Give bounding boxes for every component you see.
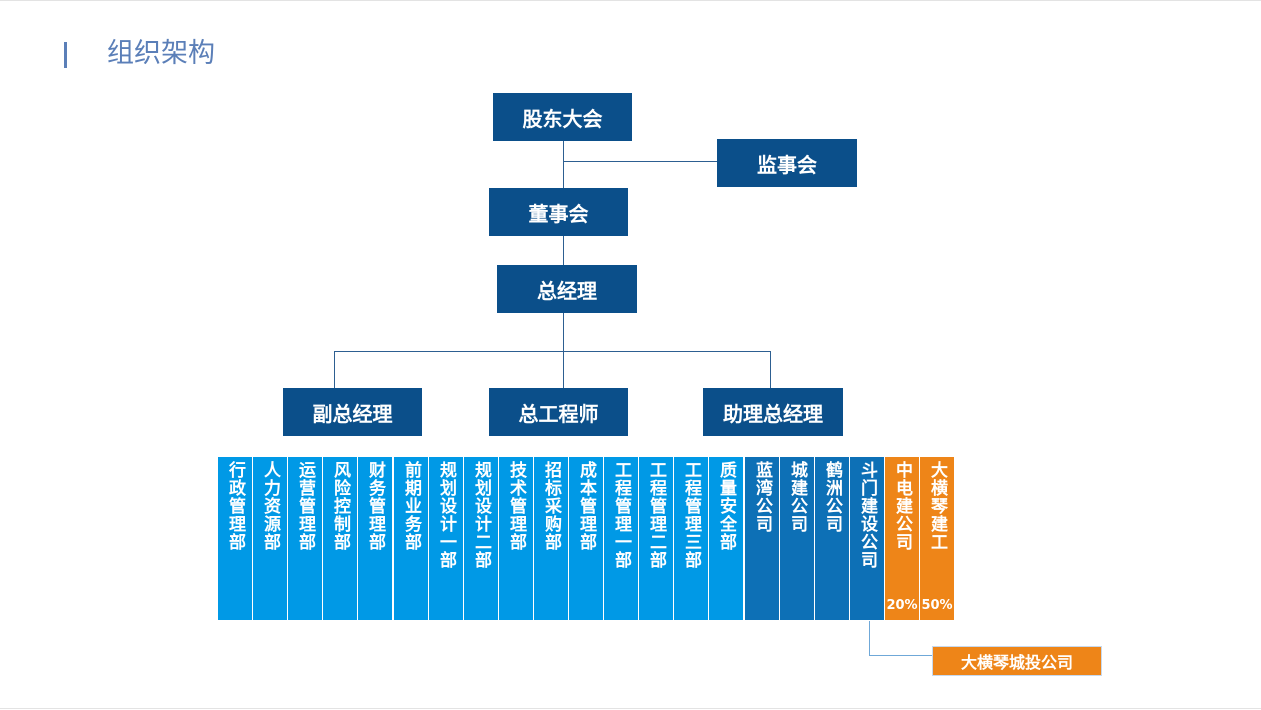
- department-column: 招标采购部: [534, 457, 568, 620]
- deputy-gm-box: 副总经理: [283, 388, 422, 436]
- connector-board-gm: [563, 236, 564, 266]
- subsidiary-box: 大横琴城投公司: [932, 646, 1102, 676]
- assistant-gm-box: 助理总经理: [703, 388, 843, 436]
- department-column: 规划设计一部: [429, 457, 463, 620]
- department-column: 工程管理三部: [674, 457, 708, 620]
- department-column: 中电建公司 20%: [885, 457, 919, 620]
- department-column: 工程管理二部: [639, 457, 673, 620]
- department-label: 工程管理一部: [611, 461, 631, 569]
- subsidiary-connector-horizontal: [869, 655, 932, 656]
- department-label: 运营管理部: [295, 461, 315, 551]
- connector-deputy-gm: [334, 351, 335, 388]
- subsidiary-connector-vertical: [869, 621, 870, 656]
- department-label: 成本管理部: [576, 461, 596, 551]
- department-column: 蓝湾公司: [745, 457, 779, 620]
- shareholding-percent: 20%: [886, 598, 918, 613]
- connector-branch-horizontal: [334, 351, 771, 352]
- department-column: 财务管理部: [358, 457, 392, 620]
- department-column: 斗门建设公司: [850, 457, 884, 620]
- department-label: 人力资源部: [260, 461, 280, 551]
- department-label: 财务管理部: [365, 461, 385, 551]
- department-label: 风险控制部: [330, 461, 350, 551]
- department-column: 技术管理部: [499, 457, 533, 620]
- department-label: 城建公司: [787, 461, 807, 533]
- department-column: 工程管理一部: [604, 457, 638, 620]
- shareholding-percent: 50%: [921, 598, 953, 613]
- department-label: 工程管理三部: [681, 461, 701, 569]
- department-label: 行政管理部: [225, 461, 245, 551]
- connector-supervisors: [563, 161, 718, 162]
- shareholders-meeting-box: 股东大会: [493, 93, 632, 141]
- department-label: 规划设计一部: [436, 461, 456, 569]
- department-label: 前期业务部: [401, 461, 421, 551]
- board-of-directors-box: 董事会: [489, 188, 628, 236]
- connector-shareholders-board: [563, 141, 564, 189]
- department-column: 成本管理部: [569, 457, 603, 620]
- department-column: 前期业务部: [394, 457, 428, 620]
- top-divider: [0, 0, 1261, 1]
- department-column: 鹤洲公司: [815, 457, 849, 620]
- supervisory-board-box: 监事会: [717, 139, 857, 187]
- department-label: 技术管理部: [506, 461, 526, 551]
- department-label: 招标采购部: [541, 461, 561, 551]
- department-label: 中电建公司: [892, 461, 912, 551]
- department-label: 斗门建设公司: [857, 461, 877, 569]
- department-column: 质量安全部: [709, 457, 743, 620]
- department-label: 蓝湾公司: [752, 461, 772, 533]
- department-column: 规划设计二部: [464, 457, 498, 620]
- department-label: 鹤洲公司: [822, 461, 842, 533]
- page-title: 组织架构: [107, 38, 215, 69]
- department-column: 风险控制部: [323, 457, 357, 620]
- department-column: 城建公司: [780, 457, 814, 620]
- connector-assistant-gm: [770, 351, 771, 388]
- connector-gm-branch: [563, 313, 564, 352]
- department-column: 运营管理部: [288, 457, 322, 620]
- department-label: 质量安全部: [716, 461, 736, 551]
- department-column: 大横琴建工 50%: [920, 457, 954, 620]
- department-label: 大横琴建工: [927, 461, 947, 551]
- department-label: 工程管理二部: [646, 461, 666, 569]
- department-column: 行政管理部: [218, 457, 252, 620]
- department-label: 规划设计二部: [471, 461, 491, 569]
- title-accent-bar: [64, 42, 67, 68]
- bottom-divider: [0, 708, 1261, 709]
- connector-chief-engineer: [563, 351, 564, 388]
- department-column: 人力资源部: [253, 457, 287, 620]
- chief-engineer-box: 总工程师: [489, 388, 628, 436]
- general-manager-box: 总经理: [497, 265, 637, 313]
